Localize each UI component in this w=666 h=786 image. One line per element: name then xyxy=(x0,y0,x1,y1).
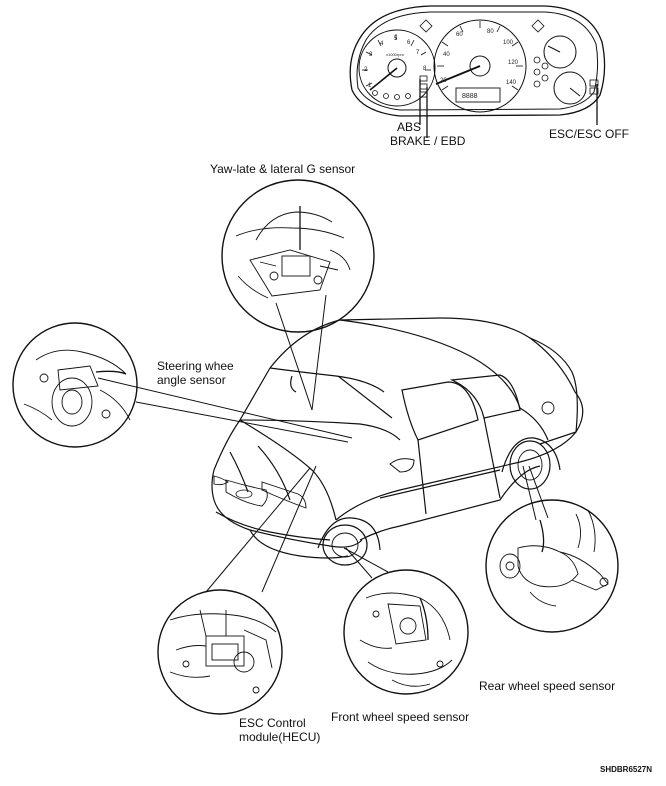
odometer-display: 8888 xyxy=(462,93,478,100)
esc-module-detail xyxy=(157,589,283,715)
yaw-sensor-detail xyxy=(221,179,375,333)
speed-tick-label: 140 xyxy=(506,80,517,86)
tach-tick-label: 1 xyxy=(368,83,372,89)
label-esc-module-line1: ESC Control xyxy=(239,716,306,730)
label-yaw-sensor: Yaw-late & lateral G sensor xyxy=(210,162,356,176)
tach-tick-label: 7 xyxy=(416,50,420,56)
label-esc-module-line2: module(HECU) xyxy=(239,730,321,744)
label-front-wheel: Front wheel speed sensor xyxy=(331,710,470,724)
instrument-cluster xyxy=(349,5,606,138)
label-steering-line2: angle sensor xyxy=(157,373,226,387)
tach-tick-label: 8 xyxy=(423,66,427,72)
figure-code: SHDBR6527N xyxy=(600,765,653,774)
tach-tick-label: 4 xyxy=(380,41,384,47)
label-abs: ABS xyxy=(397,120,422,134)
label-steering-line1: Steering whee xyxy=(157,359,234,373)
steering-sensor-detail xyxy=(12,322,138,448)
tach-tick-label: 3 xyxy=(369,52,373,58)
front-wheel-detail xyxy=(343,569,469,695)
callout-lines xyxy=(97,294,549,593)
speed-tick-label: 120 xyxy=(508,60,519,66)
tach-tick-label: 6 xyxy=(407,40,411,46)
label-esc-off: ESC/ESC OFF xyxy=(549,127,630,141)
rear-wheel-detail xyxy=(485,499,619,633)
tach-tick-label: 5 xyxy=(394,36,398,42)
speed-tick-label: 20 xyxy=(440,78,447,84)
speed-tick-label: 40 xyxy=(443,52,450,58)
speed-tick-label: 60 xyxy=(456,32,463,38)
car-illustration xyxy=(211,317,584,566)
label-rear-wheel: Rear wheel speed sensor xyxy=(479,679,616,693)
gauge-numbers: 1 2 3 4 5 6 7 8 20 40 60 80 100 120 140 … xyxy=(364,29,519,100)
speed-tick-label: 80 xyxy=(487,29,494,35)
label-brake-ebd: BRAKE / EBD xyxy=(390,134,466,148)
tach-tick-label: 2 xyxy=(364,67,368,73)
tach-unit: x1000rpm xyxy=(386,52,404,57)
speed-tick-label: 100 xyxy=(503,40,514,46)
